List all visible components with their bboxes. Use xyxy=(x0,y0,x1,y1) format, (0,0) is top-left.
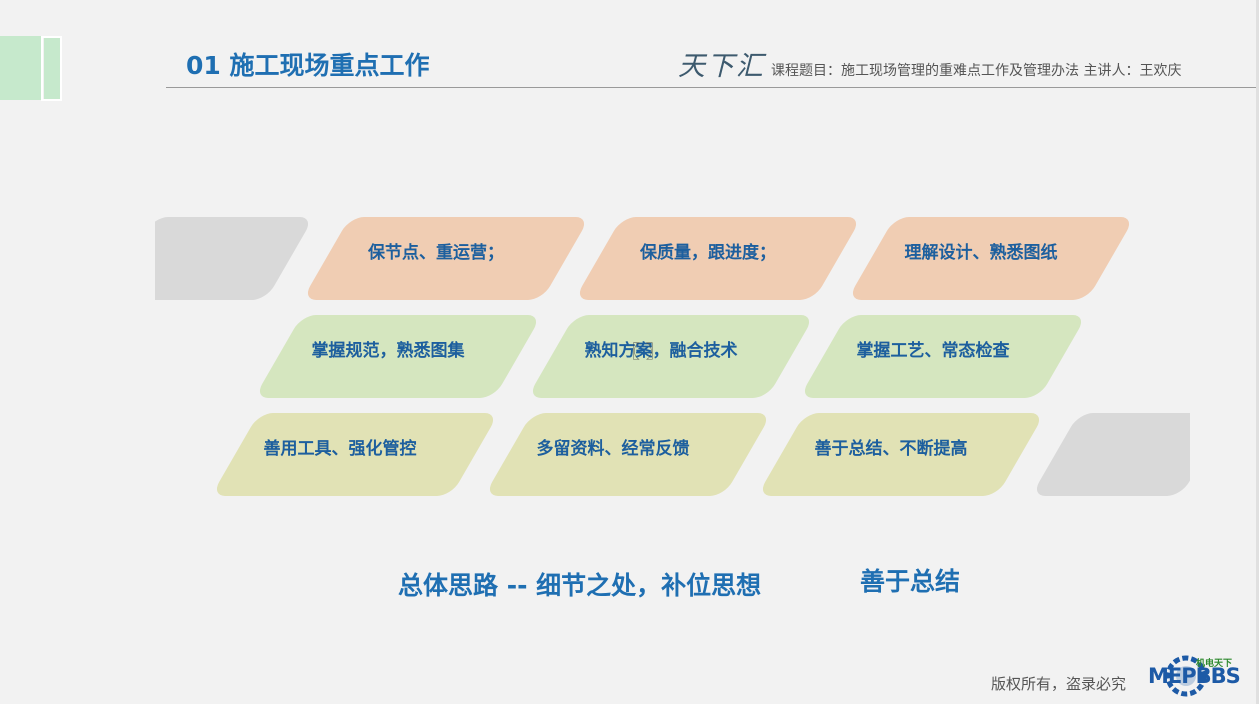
text-cursor-glyph: 〖 〗 xyxy=(622,342,664,363)
decor-outline xyxy=(41,36,62,101)
header-divider xyxy=(166,87,1256,88)
logo-text: MEPBBS xyxy=(1148,664,1241,688)
row2-item3-label: 掌握工艺、常态检查 xyxy=(856,341,1010,361)
clip-mask-right xyxy=(1190,405,1256,505)
summary-tail: 善于总结 xyxy=(860,567,961,596)
row1-item3-label: 理解设计、熟悉图纸 xyxy=(904,243,1058,263)
course-info: 课程题目：施工现场管理的重难点工作及管理办法 主讲人：王欢庆 xyxy=(771,63,1182,79)
row3-item2-label: 多留资料、经常反馈 xyxy=(536,439,690,459)
decor-block-large xyxy=(0,36,42,100)
brand-logo-script: 天下汇 xyxy=(678,51,765,82)
gear-logo-icon xyxy=(1165,655,1207,697)
window-edge xyxy=(1256,0,1259,704)
summary-main: 总体思路 -- 细节之处，补位思想 xyxy=(398,571,762,600)
row1-item2-label: 保质量，跟进度； xyxy=(640,243,776,263)
row3-item3-label: 善于总结、不断提高 xyxy=(814,439,968,459)
row3-item1-label: 善用工具、强化管控 xyxy=(263,439,417,459)
clip-mask-left xyxy=(0,210,155,310)
slide-title: 01 施工现场重点工作 xyxy=(186,51,430,80)
row2-item1-label: 掌握规范，熟悉图集 xyxy=(311,341,465,361)
row2-item2-label: 熟知方案，融合技术 xyxy=(584,341,738,361)
copyright-notice: 版权所有，盗录必究 xyxy=(991,675,1127,693)
logo-cn-text: 机电天下 xyxy=(1196,659,1233,669)
row1-item1-label: 保节点、重运营； xyxy=(368,243,504,263)
decor-block-small xyxy=(44,36,61,100)
